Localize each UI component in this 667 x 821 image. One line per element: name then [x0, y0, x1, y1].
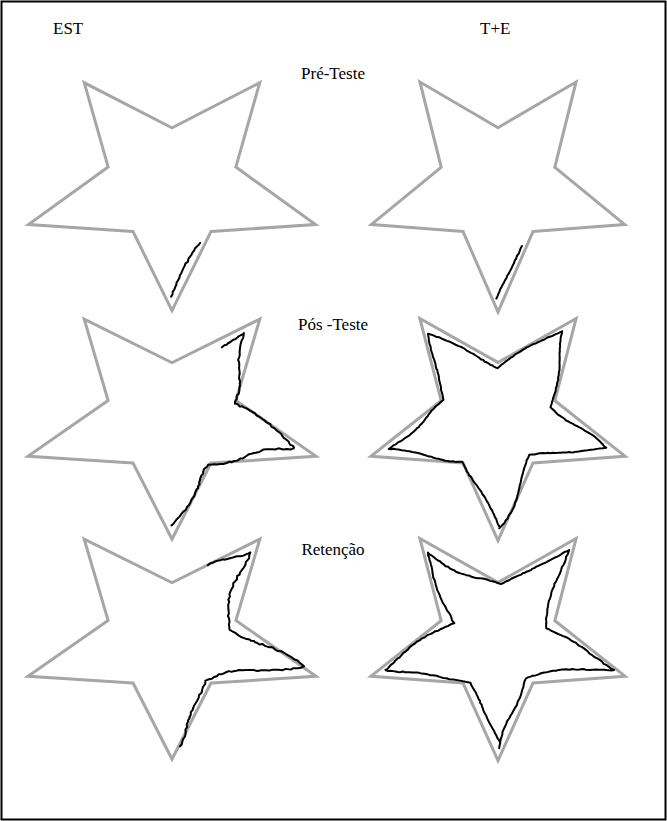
traced-path — [386, 550, 615, 748]
star-outline-gap — [387, 331, 610, 526]
star-target — [386, 550, 615, 748]
star-target — [46, 551, 305, 747]
column-heading: EST — [53, 19, 83, 39]
star-target — [387, 331, 610, 529]
traced-path — [180, 552, 304, 746]
star-target — [46, 331, 299, 526]
traced-path — [389, 331, 607, 528]
star-outline-gap — [46, 551, 299, 746]
star-target — [387, 94, 610, 298]
star-outline-gap — [46, 94, 299, 297]
row-heading: Pré-Teste — [301, 64, 365, 84]
traced-path — [171, 333, 293, 525]
star-outline — [46, 94, 299, 297]
star-outline — [387, 331, 610, 526]
star-outline-gap — [387, 94, 610, 297]
star-outline-gap — [387, 551, 610, 746]
row-heading: Retenção — [301, 540, 364, 560]
row-heading: Pós -Teste — [298, 315, 368, 335]
star-outline-gap — [46, 331, 299, 526]
star-outline — [387, 551, 610, 746]
traced-path — [171, 243, 200, 297]
traced-path — [496, 246, 521, 299]
star-outline — [387, 94, 610, 297]
star-outline — [46, 331, 299, 526]
column-heading: T+E — [480, 19, 510, 39]
star-target — [46, 94, 299, 297]
star-outline — [46, 551, 299, 746]
